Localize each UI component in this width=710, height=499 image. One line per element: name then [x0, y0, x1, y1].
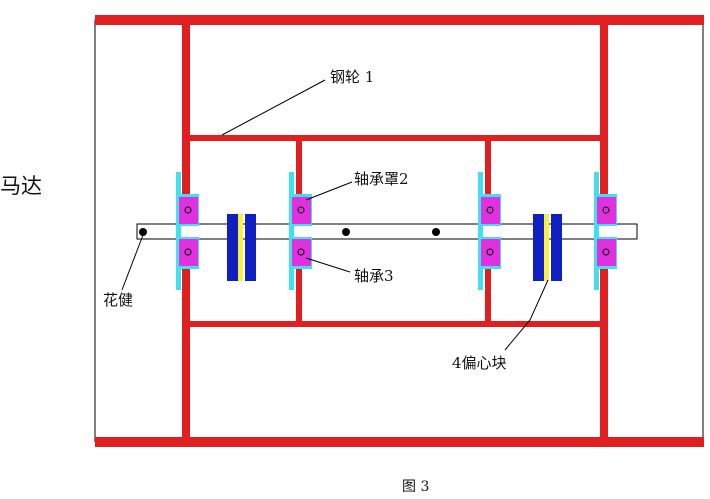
eccentric-block-left [227, 214, 256, 281]
bearing-lower [179, 239, 198, 266]
label-bearing: 轴承3 [354, 267, 394, 285]
bearing-assembly [176, 172, 199, 290]
figure-caption: 图 3 [402, 479, 430, 495]
label-steel-wheel: 钢轮 1 [330, 68, 375, 86]
label-motor: 马达 [0, 174, 42, 198]
bearing-upper [481, 197, 500, 224]
label-spline: 花健 [103, 291, 134, 309]
bearing-lower [597, 239, 616, 266]
bearing-lower [292, 239, 311, 266]
leader-lines [121, 79, 549, 351]
shaft [136, 223, 638, 240]
outer-frame [94, 20, 704, 442]
bearing-upper [597, 197, 616, 224]
bearing-assembly [478, 172, 501, 290]
bearing-assembly [594, 172, 617, 290]
label-bearing-cover: 轴承罩2 [354, 170, 409, 188]
pin-dots [139, 228, 440, 236]
bearing-assembly [289, 172, 312, 290]
bearing-upper [179, 197, 198, 224]
eccentric-block-right [533, 214, 562, 281]
bearing-upper [292, 197, 311, 224]
label-eccentric-block: 4偏心块 [452, 354, 507, 372]
bearing-lower [481, 239, 500, 266]
